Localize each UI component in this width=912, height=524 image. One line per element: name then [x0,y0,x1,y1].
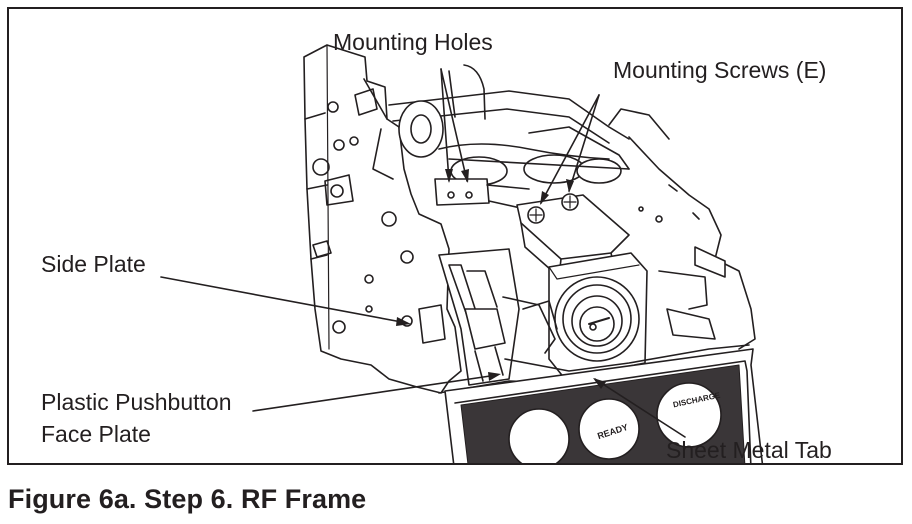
leader-mounting-holes-1 [440,68,450,182]
arrowhead-sheet-metal-tab [593,378,606,389]
side-plate-label: Side Plate [41,251,146,277]
cylinder-housing [548,252,648,380]
figure-caption: Figure 6a. Step 6. RF Frame [8,484,367,514]
interlock-mechanism [438,248,558,386]
mounting-screws-label: Mounting Screws (E) [613,57,827,83]
leader-side-plate [160,276,408,324]
plastic-pushbutton-label-line2: Face Plate [41,421,151,447]
mounting-hole-bracket [434,178,530,210]
sheet-metal-bracket [516,193,630,278]
arrowhead-holes-2 [461,169,469,183]
arrowhead-screws-1 [540,191,549,205]
mounting-holes-label: Mounting Holes [333,29,493,55]
figure-frame: READY DISCHARGE Mounting Holes Mounting … [7,7,903,465]
pushbutton-face-plate [444,348,764,463]
leader-pushbutton [252,374,498,412]
leader-lines [160,68,686,438]
arrowhead-side-plate [396,317,411,326]
arrowhead-holes-1 [445,169,453,183]
leader-arrowheads [396,169,606,389]
sheet-metal-tab-label: Sheet Metal Tab [666,437,832,463]
leader-mounting-screws-1 [540,94,600,204]
plastic-pushbutton-label-line1: Plastic Pushbutton [41,389,232,415]
arrowhead-pushbutton [488,372,501,381]
leader-sheet-metal-tab [594,378,686,438]
leader-mounting-screws-2 [568,94,600,192]
rf-frame-drawing: READY DISCHARGE [160,44,764,463]
leader-mounting-holes-2 [440,68,468,182]
upper-assembly [388,64,670,186]
right-wall-outline [628,136,756,350]
arrowhead-screws-2 [566,179,574,193]
side-plate-outline [303,44,462,394]
